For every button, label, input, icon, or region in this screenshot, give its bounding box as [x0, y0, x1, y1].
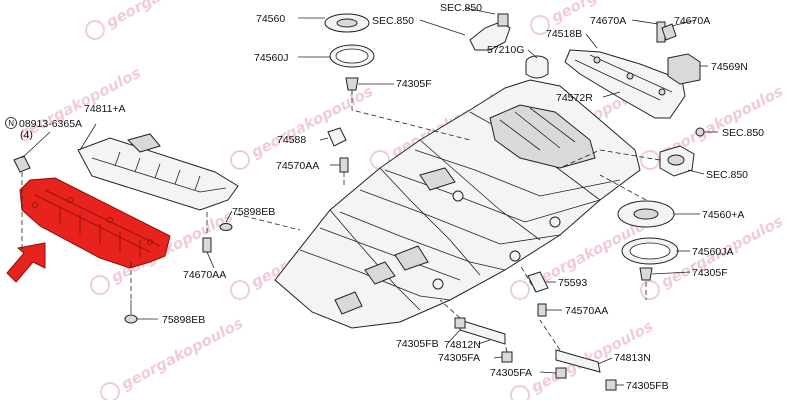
bracket-sec850: [469, 13, 511, 51]
label-74570aa-bottom: 74570AA: [565, 305, 608, 317]
label-74305f-right: 74305F: [692, 267, 728, 279]
label-74670aa: 74670AA: [183, 269, 226, 281]
seal-74560a: [617, 200, 675, 228]
highlighted-undercover-part: [19, 177, 171, 269]
clip-74305f-right: [639, 267, 653, 281]
bracket-75593: [527, 271, 549, 293]
bracket-74569n: [667, 53, 701, 85]
bolt-75898eb-b: [124, 300, 138, 324]
label-74560j: 74560J: [254, 52, 288, 64]
bracket-74812n: [454, 317, 506, 345]
bolt-74670a: [656, 21, 677, 43]
label-74305fa-b: 74305FA: [490, 367, 532, 379]
label-74518b: 74518B: [546, 28, 582, 40]
bracket-74813n: [555, 349, 601, 373]
label-sec850-a: SEC.850: [372, 15, 414, 27]
part-labels: 74560 SEC.850 SEC.850 74560J 74305F 5721…: [5, 2, 764, 392]
clip-08913: [13, 155, 31, 173]
label-74305fa-a: 74305FA: [438, 352, 480, 364]
watermark-text: georgakopoulos: [103, 0, 231, 31]
label-57210g: 57210G: [487, 44, 524, 56]
label-74588: 74588: [277, 134, 306, 146]
bolt-74670aa: [202, 237, 212, 253]
label-74570aa-top: 74570AA: [276, 160, 319, 172]
label-74670a-b: 74670A: [674, 15, 710, 27]
bolt-74570aa-top: [339, 157, 349, 173]
watermark-logo: georgakopoulos: [100, 314, 246, 400]
label-74560: 74560: [256, 13, 285, 25]
label-08913-qty: (4): [20, 129, 33, 141]
label-sec850-c: SEC.850: [722, 127, 764, 139]
label-74305fb-b: 74305FB: [626, 380, 669, 392]
watermark-text: georgakopoulos: [248, 82, 376, 161]
clip-74305fb-b: [605, 379, 617, 391]
label-sec850-b: SEC.850: [440, 2, 482, 14]
watermark-logo: georgakopoulos: [230, 82, 376, 170]
label-sec850-d: SEC.850: [706, 169, 748, 181]
nut-symbol-letter: N: [8, 119, 14, 128]
engine-under-cover: [77, 133, 239, 211]
label-75898eb-a: 75898EB: [232, 206, 275, 218]
label-74813n: 74813N: [614, 352, 651, 364]
label-74670a-a: 74670A: [590, 15, 626, 27]
label-74560a: 74560+A: [702, 209, 744, 221]
label-08913: 08913-6365A: [19, 118, 82, 130]
nut-symbol-icon: [5, 117, 17, 129]
clip-74305fa-b: [555, 367, 567, 379]
label-08913-group: N 08913-6365A (4): [5, 117, 82, 141]
label-74811: 74811+A: [84, 103, 126, 115]
bolt-75898eb-a: [219, 223, 233, 231]
floor-pan: [274, 79, 641, 329]
rail-74572r: [564, 49, 686, 119]
leader-lines: [21, 7, 718, 386]
label-74560ja: 74560JA: [692, 246, 733, 258]
pointer-arrow-icon: [6, 242, 46, 283]
label-74569n: 74569N: [711, 61, 748, 73]
bracket-74588: [327, 127, 347, 147]
watermark-logo: georgakopoulos: [85, 0, 231, 40]
bracket-sec850-right: [659, 127, 705, 177]
label-75593: 75593: [558, 277, 587, 289]
label-74305fb-a: 74305FB: [396, 338, 439, 350]
bolt-74570aa-bottom: [537, 303, 547, 317]
gasket-74560ja: [621, 237, 679, 265]
seal-74560: [324, 13, 370, 33]
clip-74305fa-a: [501, 351, 513, 363]
gasket-74560j: [329, 44, 375, 68]
label-74812n: 74812N: [444, 339, 481, 351]
label-75898eb-b: 75898EB: [162, 314, 205, 326]
label-74305f-top: 74305F: [396, 78, 432, 90]
clip-74305f-top: [345, 77, 359, 91]
cap-57210g: [525, 55, 549, 79]
label-74572r: 74572R: [556, 92, 593, 104]
